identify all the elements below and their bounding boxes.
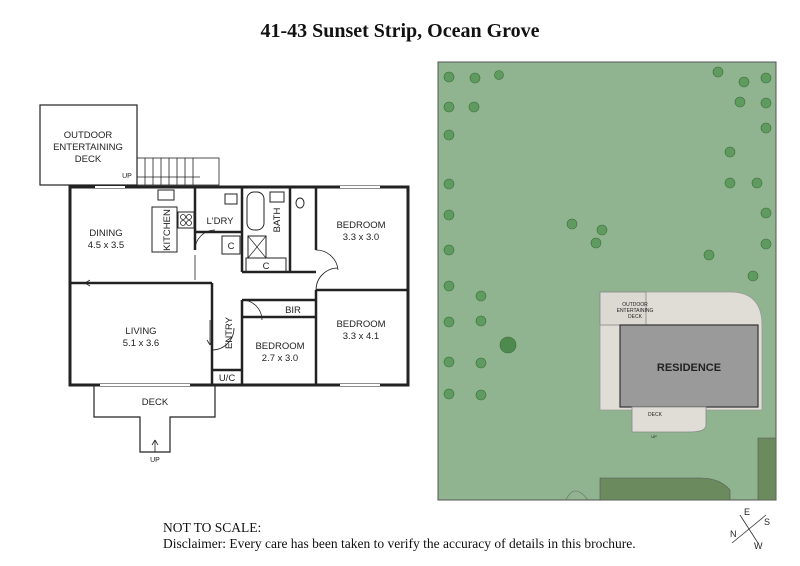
bedroom1-label: BEDROOM [336, 220, 385, 231]
dining-label: DINING [89, 228, 122, 239]
cupboard-label-2: C [263, 261, 270, 272]
lawn-area [437, 61, 777, 501]
trees [443, 66, 772, 401]
living-dims: 5.1 x 3.6 [123, 338, 159, 349]
notes: NOT TO SCALE: Disclaimer: Every care has… [163, 520, 636, 552]
disclaimer-text: Disclaimer: Every care has been taken to… [163, 536, 636, 551]
site-up-label: UP [651, 434, 657, 439]
laundry-label: L'DRY [207, 216, 235, 227]
stairs-up-label: UP [122, 173, 132, 180]
not-to-scale-note: NOT TO SCALE: [163, 520, 262, 535]
bath-label: BATH [272, 208, 283, 233]
compass-icon: E S N W [730, 507, 770, 551]
page-title: 41-43 Sunset Strip, Ocean Grove [260, 20, 540, 42]
site-deck [631, 406, 707, 433]
floor-plan-drawing [39, 104, 410, 453]
dining-dims: 4.5 x 3.5 [88, 240, 124, 251]
bir-label: BIR [285, 305, 301, 316]
site-deck-label: DECK [648, 412, 663, 418]
outdoor-deck-label-1: OUTDOOR [64, 130, 113, 141]
compass-w: W [754, 541, 763, 551]
site-plan: OUTDOOR ENTERTAINING DECK RESIDENCE DECK… [437, 61, 777, 501]
entry-label: ENTRY [224, 316, 235, 349]
site-outdoor-deck-label-3: DECK [628, 314, 643, 320]
bedroom3-label: BEDROOM [255, 341, 304, 352]
bedroom1-dims: 3.3 x 3.0 [343, 232, 379, 243]
deck-outline [93, 385, 216, 453]
compass-s: S [764, 517, 770, 527]
cupboard-label-1: C [228, 241, 235, 252]
bedroom3-dims: 2.7 x 3.0 [262, 353, 298, 364]
kitchen-label: KITCHEN [162, 209, 173, 251]
uc-label: U/C [219, 373, 236, 384]
residence-label: RESIDENCE [657, 362, 721, 374]
outdoor-deck-label-3: DECK [75, 154, 102, 165]
stairs [136, 157, 220, 186]
residence-footprint [619, 324, 759, 408]
compass-e: E [744, 507, 750, 517]
compass-n: N [730, 529, 737, 539]
outdoor-deck-outline [39, 104, 138, 186]
bedroom2-label: BEDROOM [336, 319, 385, 330]
site-outdoor-deck-label-2: ENTERTAINING [617, 308, 654, 314]
living-label: LIVING [125, 326, 156, 337]
bedroom2-dims: 3.3 x 4.1 [343, 331, 379, 342]
site-outdoor-deck-label-1: OUTDOOR [622, 302, 648, 308]
outdoor-deck-label-2: ENTERTAINING [53, 142, 123, 153]
front-up-label: UP [150, 457, 160, 464]
deck-label: DECK [142, 397, 169, 408]
